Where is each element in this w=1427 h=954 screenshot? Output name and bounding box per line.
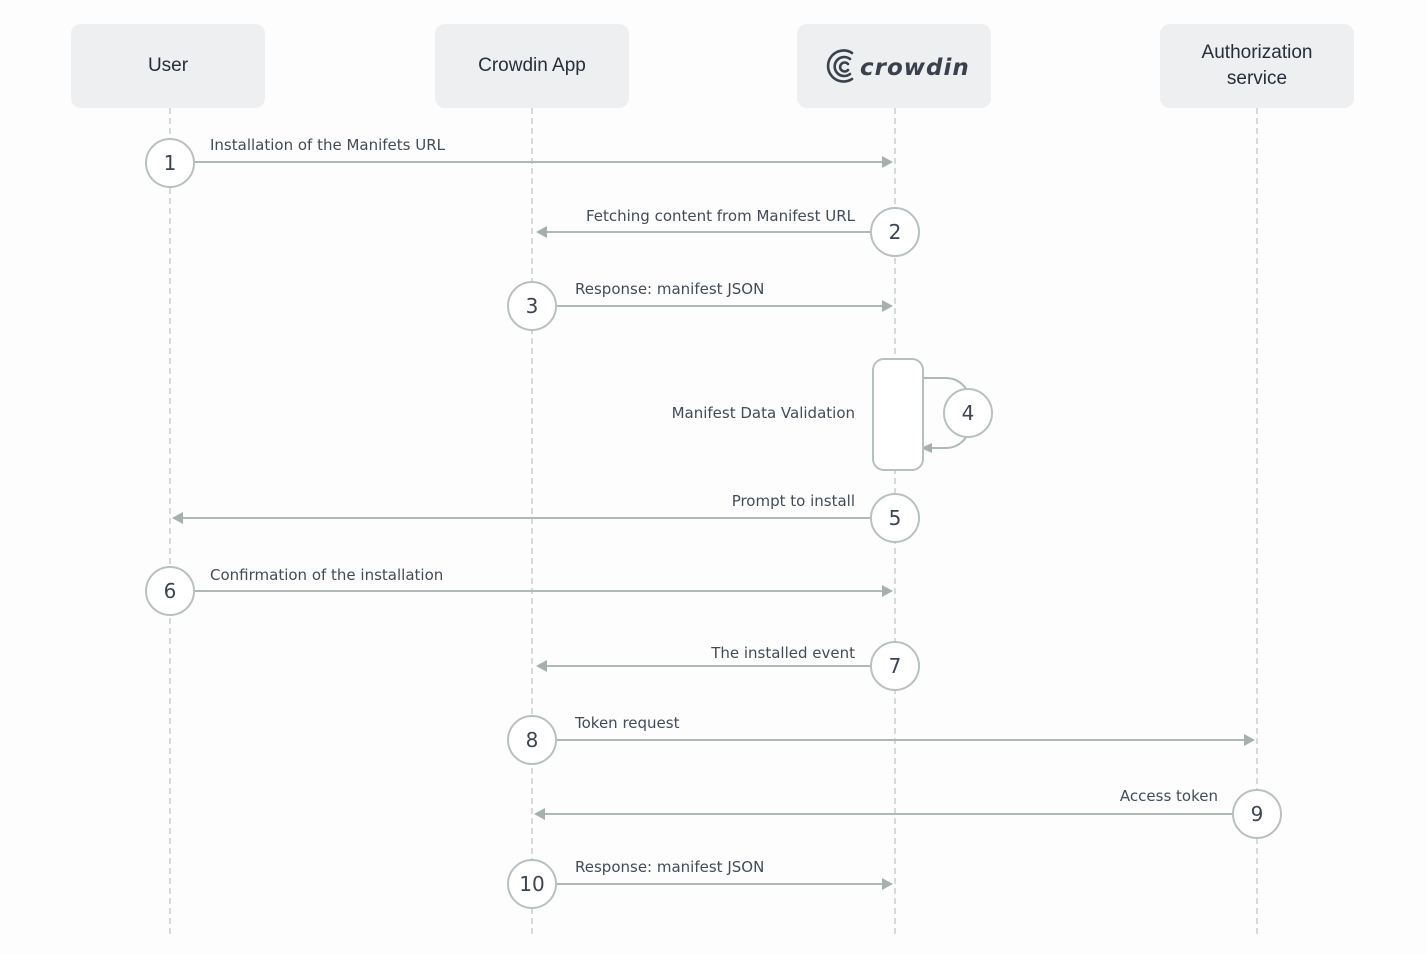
step-4-badge: 4 [943, 388, 993, 438]
message-9-label: Access token [1119, 787, 1218, 805]
message-6-line [194, 590, 882, 592]
message-9-line [545, 813, 1232, 815]
step-7-badge: 7 [870, 641, 920, 691]
step-8-badge: 8 [507, 715, 557, 765]
actor-auth-service: Authorization service [1160, 24, 1354, 108]
actor-crowdin-app-label: Crowdin App [478, 55, 586, 77]
message-7-arrowhead-icon [536, 660, 547, 672]
lifeline-auth-service [1256, 108, 1258, 934]
step-3-badge: 3 [507, 281, 557, 331]
step-1-badge: 1 [145, 138, 195, 188]
message-10-arrowhead-icon [882, 878, 893, 890]
crowdin-wordmark: crowdin [860, 55, 969, 81]
message-3-label: Response: manifest JSON [575, 280, 765, 298]
message-5-arrowhead-icon [172, 512, 183, 524]
crowdin-logo: crowdin [826, 49, 969, 83]
message-3-line [557, 305, 882, 307]
message-8-line [557, 739, 1244, 741]
message-1-label: Installation of the Manifets URL [210, 136, 445, 154]
step-5-badge: 5 [870, 493, 920, 543]
message-9-arrowhead-icon [534, 808, 545, 820]
message-6-label: Confirmation of the installation [210, 566, 444, 584]
message-2-label: Fetching content from Manifest URL [585, 207, 855, 225]
message-6-arrowhead-icon [882, 585, 893, 597]
lifeline-user [169, 108, 171, 934]
message-2-line [547, 231, 870, 233]
step-9-badge: 9 [1232, 789, 1282, 839]
actor-user-label: User [147, 55, 189, 77]
message-8-arrowhead-icon [1244, 734, 1255, 746]
message-1-line [194, 161, 882, 163]
message-5-line [183, 517, 870, 519]
actor-user: User [71, 24, 265, 108]
actor-crowdin-app: Crowdin App [435, 24, 629, 108]
message-7-label: The installed event [711, 644, 855, 662]
lifeline-crowdin-app [531, 108, 533, 934]
message-2-arrowhead-icon [536, 226, 547, 238]
message-7-line [547, 665, 870, 667]
actor-auth-service-label: Authorization service [1201, 42, 1313, 89]
message-5-label: Prompt to install [731, 492, 855, 510]
step-6-badge: 6 [145, 566, 195, 616]
message-8-label: Token request [575, 714, 680, 732]
message-10-label: Response: manifest JSON [575, 858, 765, 876]
step-10-badge: 10 [507, 859, 557, 909]
message-3-arrowhead-icon [882, 300, 893, 312]
message-1-arrowhead-icon [882, 156, 893, 168]
message-10-line [557, 883, 882, 885]
actor-crowdin: crowdin [797, 24, 991, 108]
step-2-badge: 2 [870, 207, 920, 257]
activation-box [872, 358, 924, 471]
message-4-label: Manifest Data Validation [671, 404, 855, 422]
message-4-arrowhead-icon [921, 443, 932, 453]
